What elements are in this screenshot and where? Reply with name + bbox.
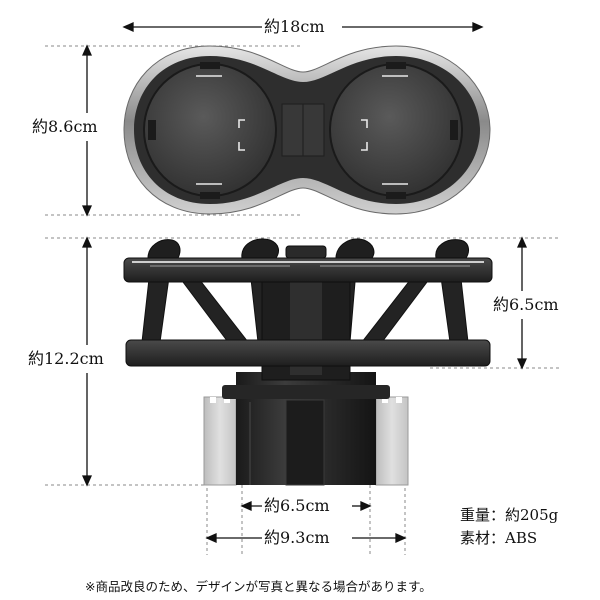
- dim-label-cup-height: 約6.5cm: [493, 295, 559, 314]
- right-cup-well: [329, 63, 463, 197]
- design-change-footnote: ※商品改良のため、デザインが写真と異なる場合があります。: [85, 579, 432, 594]
- dim-label-total-height: 約12.2cm: [28, 349, 104, 368]
- dim-label-top-depth: 約8.6cm: [32, 117, 98, 136]
- dim-label-base-inner-width: 約6.5cm: [264, 496, 330, 515]
- top-view-cup-holder: [123, 45, 491, 215]
- dimension-arrows: [81, 21, 528, 544]
- spec-material: 素材：ABS: [460, 529, 538, 547]
- right-grip-pad: [375, 396, 409, 486]
- lower-ring: [125, 339, 491, 367]
- left-grip-pad: [203, 396, 237, 486]
- left-cup-well: [143, 63, 277, 197]
- dim-label-top-width: 約18cm: [264, 17, 325, 36]
- spec-weight: 重量：約205g: [460, 506, 559, 524]
- side-view-cup-holder: [123, 238, 493, 486]
- dim-label-base-outer-width: 約9.3cm: [264, 528, 330, 547]
